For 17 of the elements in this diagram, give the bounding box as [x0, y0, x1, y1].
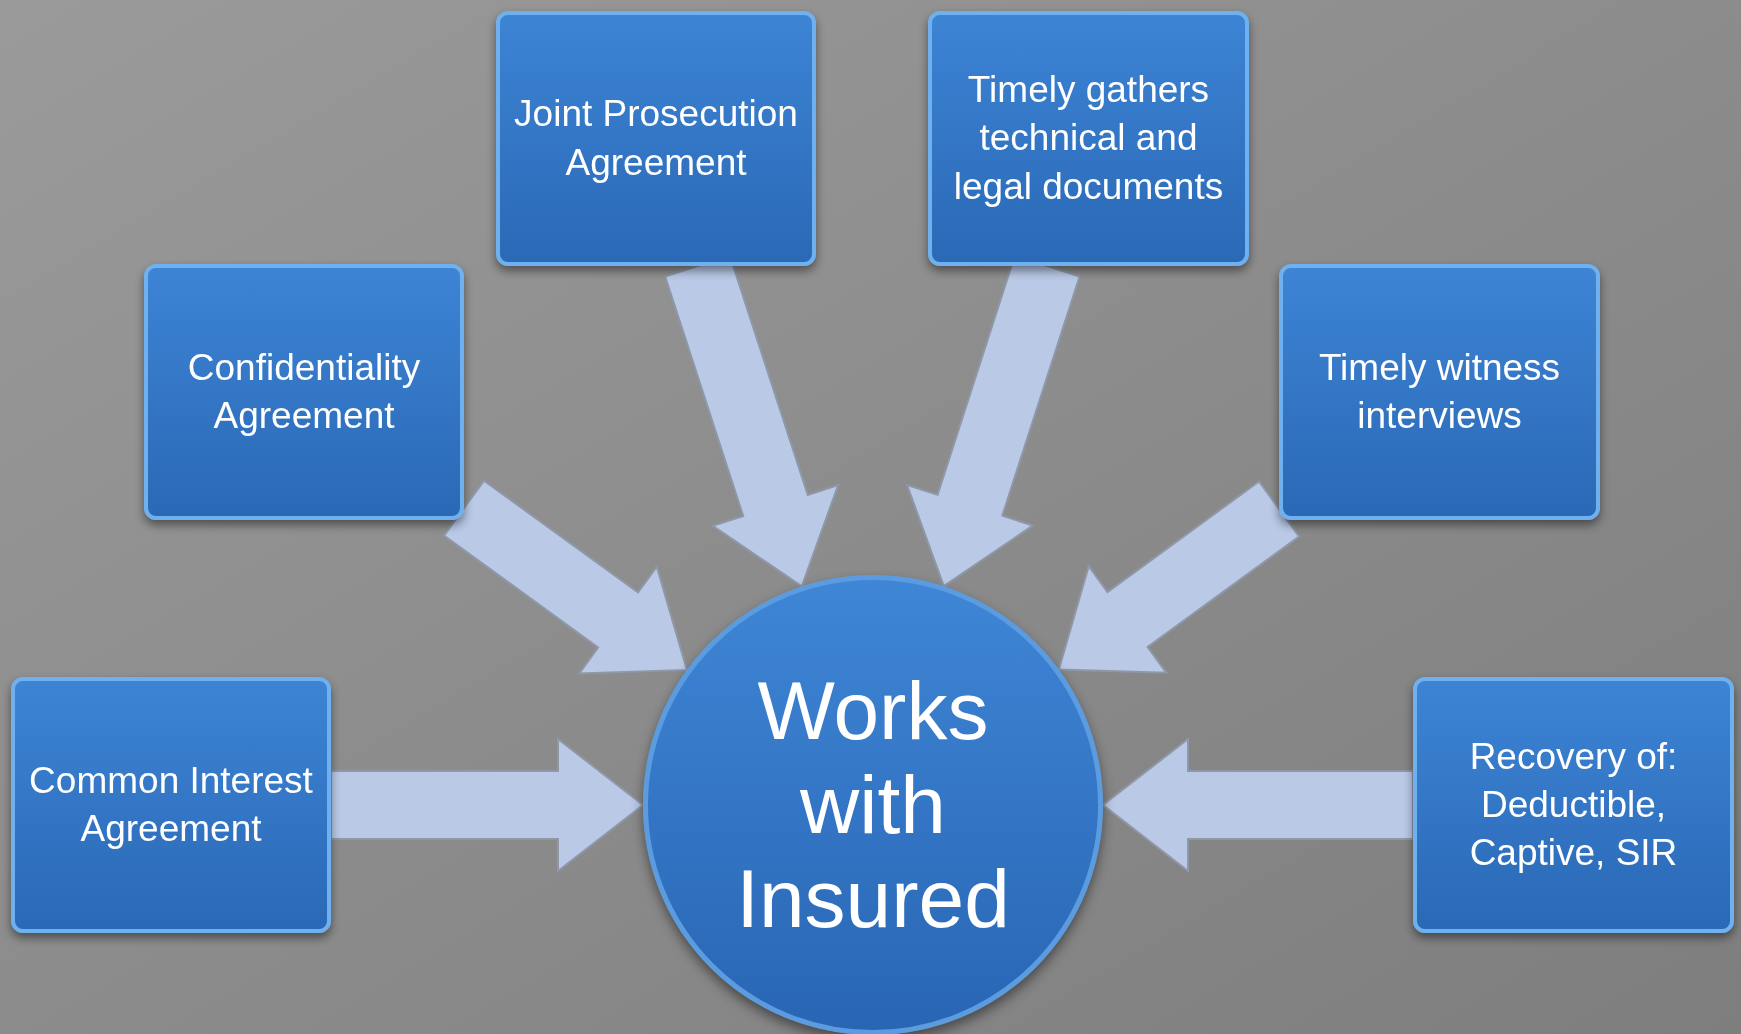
topic-box	[496, 11, 816, 266]
topic-box	[1413, 677, 1734, 933]
box-label: Timely gathers technical and legal documents	[952, 68, 1225, 209]
center-label: Works with Insured	[735, 663, 1011, 947]
block-arrow	[330, 736, 645, 874]
topic-box	[1279, 264, 1600, 520]
box-label: Timely witness interviews	[1317, 345, 1562, 438]
block-arrow	[442, 479, 689, 675]
box-label: Common Interest Agreement	[28, 758, 314, 851]
topic-box	[928, 11, 1249, 266]
block-arrow	[1101, 736, 1414, 874]
box-label: Confidentiality Agreement	[186, 345, 422, 438]
topic-box	[144, 264, 464, 520]
box-label: Recovery of: Deductible, Captive, SIR	[1468, 734, 1679, 876]
box-label: Joint Prosecution Agreement	[513, 92, 799, 185]
block-arrow	[1057, 480, 1301, 674]
topic-box	[11, 677, 331, 933]
